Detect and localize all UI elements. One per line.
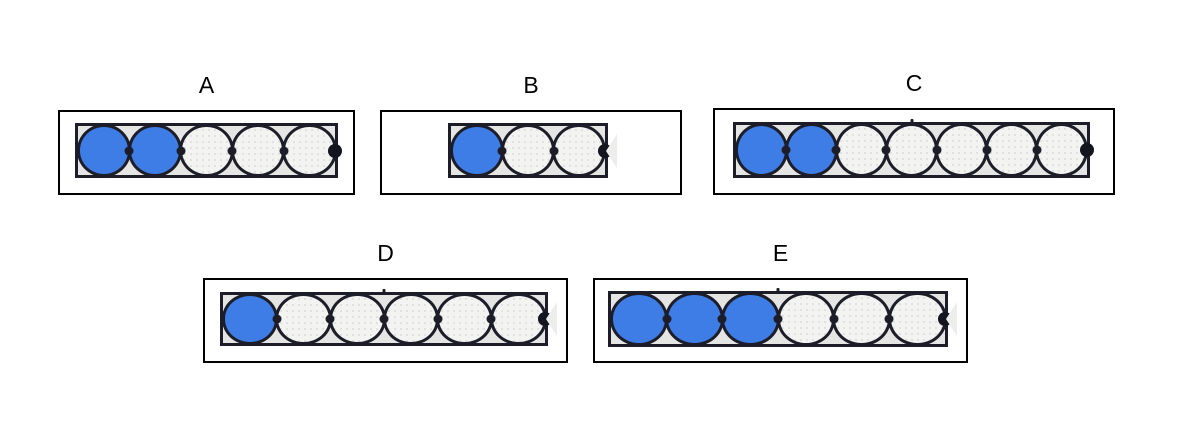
filled-circle: [221, 293, 279, 345]
tangent-dot: [829, 314, 839, 324]
empty-circle: [328, 293, 386, 345]
filled-circle: [449, 124, 504, 177]
tangent-dot: [1032, 145, 1042, 155]
outer-box: [203, 278, 568, 363]
tangent-dot: [486, 314, 496, 324]
option-label: D: [377, 240, 394, 266]
tangent-dot: [781, 145, 791, 155]
empty-circle: [282, 124, 337, 177]
empty-circle: [985, 123, 1039, 177]
tangent-dot: [932, 145, 942, 155]
filled-circle: [720, 292, 780, 346]
circle-band: [733, 119, 1094, 178]
empty-circle: [884, 123, 939, 177]
tangent-dot: [884, 314, 894, 324]
outer-box: [58, 110, 355, 195]
empty-circle: [834, 123, 888, 177]
top-tick-mark: [382, 289, 386, 294]
empty-circle: [935, 123, 989, 177]
tangent-dot: [773, 314, 783, 324]
option-group-b: B: [380, 72, 682, 195]
empty-circle: [382, 293, 440, 345]
empty-circle: [832, 292, 891, 346]
tangent-dot: [717, 314, 727, 324]
empty-circle: [179, 124, 234, 177]
empty-circle: [776, 292, 836, 346]
faint-chevron-icon: [946, 302, 957, 336]
end-dot: [1080, 143, 1094, 157]
filled-circle: [784, 123, 838, 177]
filled-circle: [127, 124, 183, 177]
circle-band: [608, 288, 957, 347]
tangent-dot: [124, 146, 134, 155]
filled-circle: [665, 292, 724, 346]
circle-band: [448, 123, 617, 178]
tangent-dot: [662, 314, 672, 324]
outer-box: [713, 108, 1115, 195]
tangent-dot: [176, 146, 186, 155]
tangent-dot: [325, 314, 335, 324]
empty-circle: [275, 293, 332, 345]
end-dot: [328, 143, 342, 158]
empty-circle: [230, 124, 286, 177]
tangent-dot: [433, 314, 443, 324]
empty-circle: [887, 292, 947, 346]
circle-band: [75, 123, 342, 178]
tangent-dot: [227, 146, 237, 155]
top-tick-mark: [910, 119, 913, 124]
tangent-dot: [881, 145, 891, 155]
option-label: C: [905, 70, 923, 96]
option-label: E: [772, 240, 789, 266]
empty-circle: [436, 293, 493, 345]
empty-circle: [500, 124, 556, 177]
option-label: A: [198, 72, 215, 98]
tangent-dot: [982, 145, 992, 155]
filled-circle: [609, 292, 669, 346]
option-group-a: A: [58, 72, 355, 195]
option-group-e: E: [593, 240, 968, 363]
tangent-dot: [379, 314, 389, 324]
tangent-dot: [272, 314, 282, 324]
faint-chevron-icon: [606, 133, 617, 168]
circle-band: [220, 289, 557, 346]
tangent-dot: [831, 145, 841, 155]
option-group-c: C: [713, 70, 1115, 195]
filled-circle: [76, 124, 131, 177]
top-tick-mark: [776, 288, 780, 293]
tangent-dot: [279, 146, 289, 155]
tangent-dot: [549, 146, 559, 155]
option-label: B: [523, 72, 539, 98]
tangent-dot: [497, 146, 507, 155]
option-group-d: D: [203, 240, 568, 363]
outer-box: [380, 110, 682, 195]
outer-box: [593, 278, 968, 363]
filled-circle: [734, 123, 788, 177]
faint-chevron-icon: [546, 302, 557, 336]
